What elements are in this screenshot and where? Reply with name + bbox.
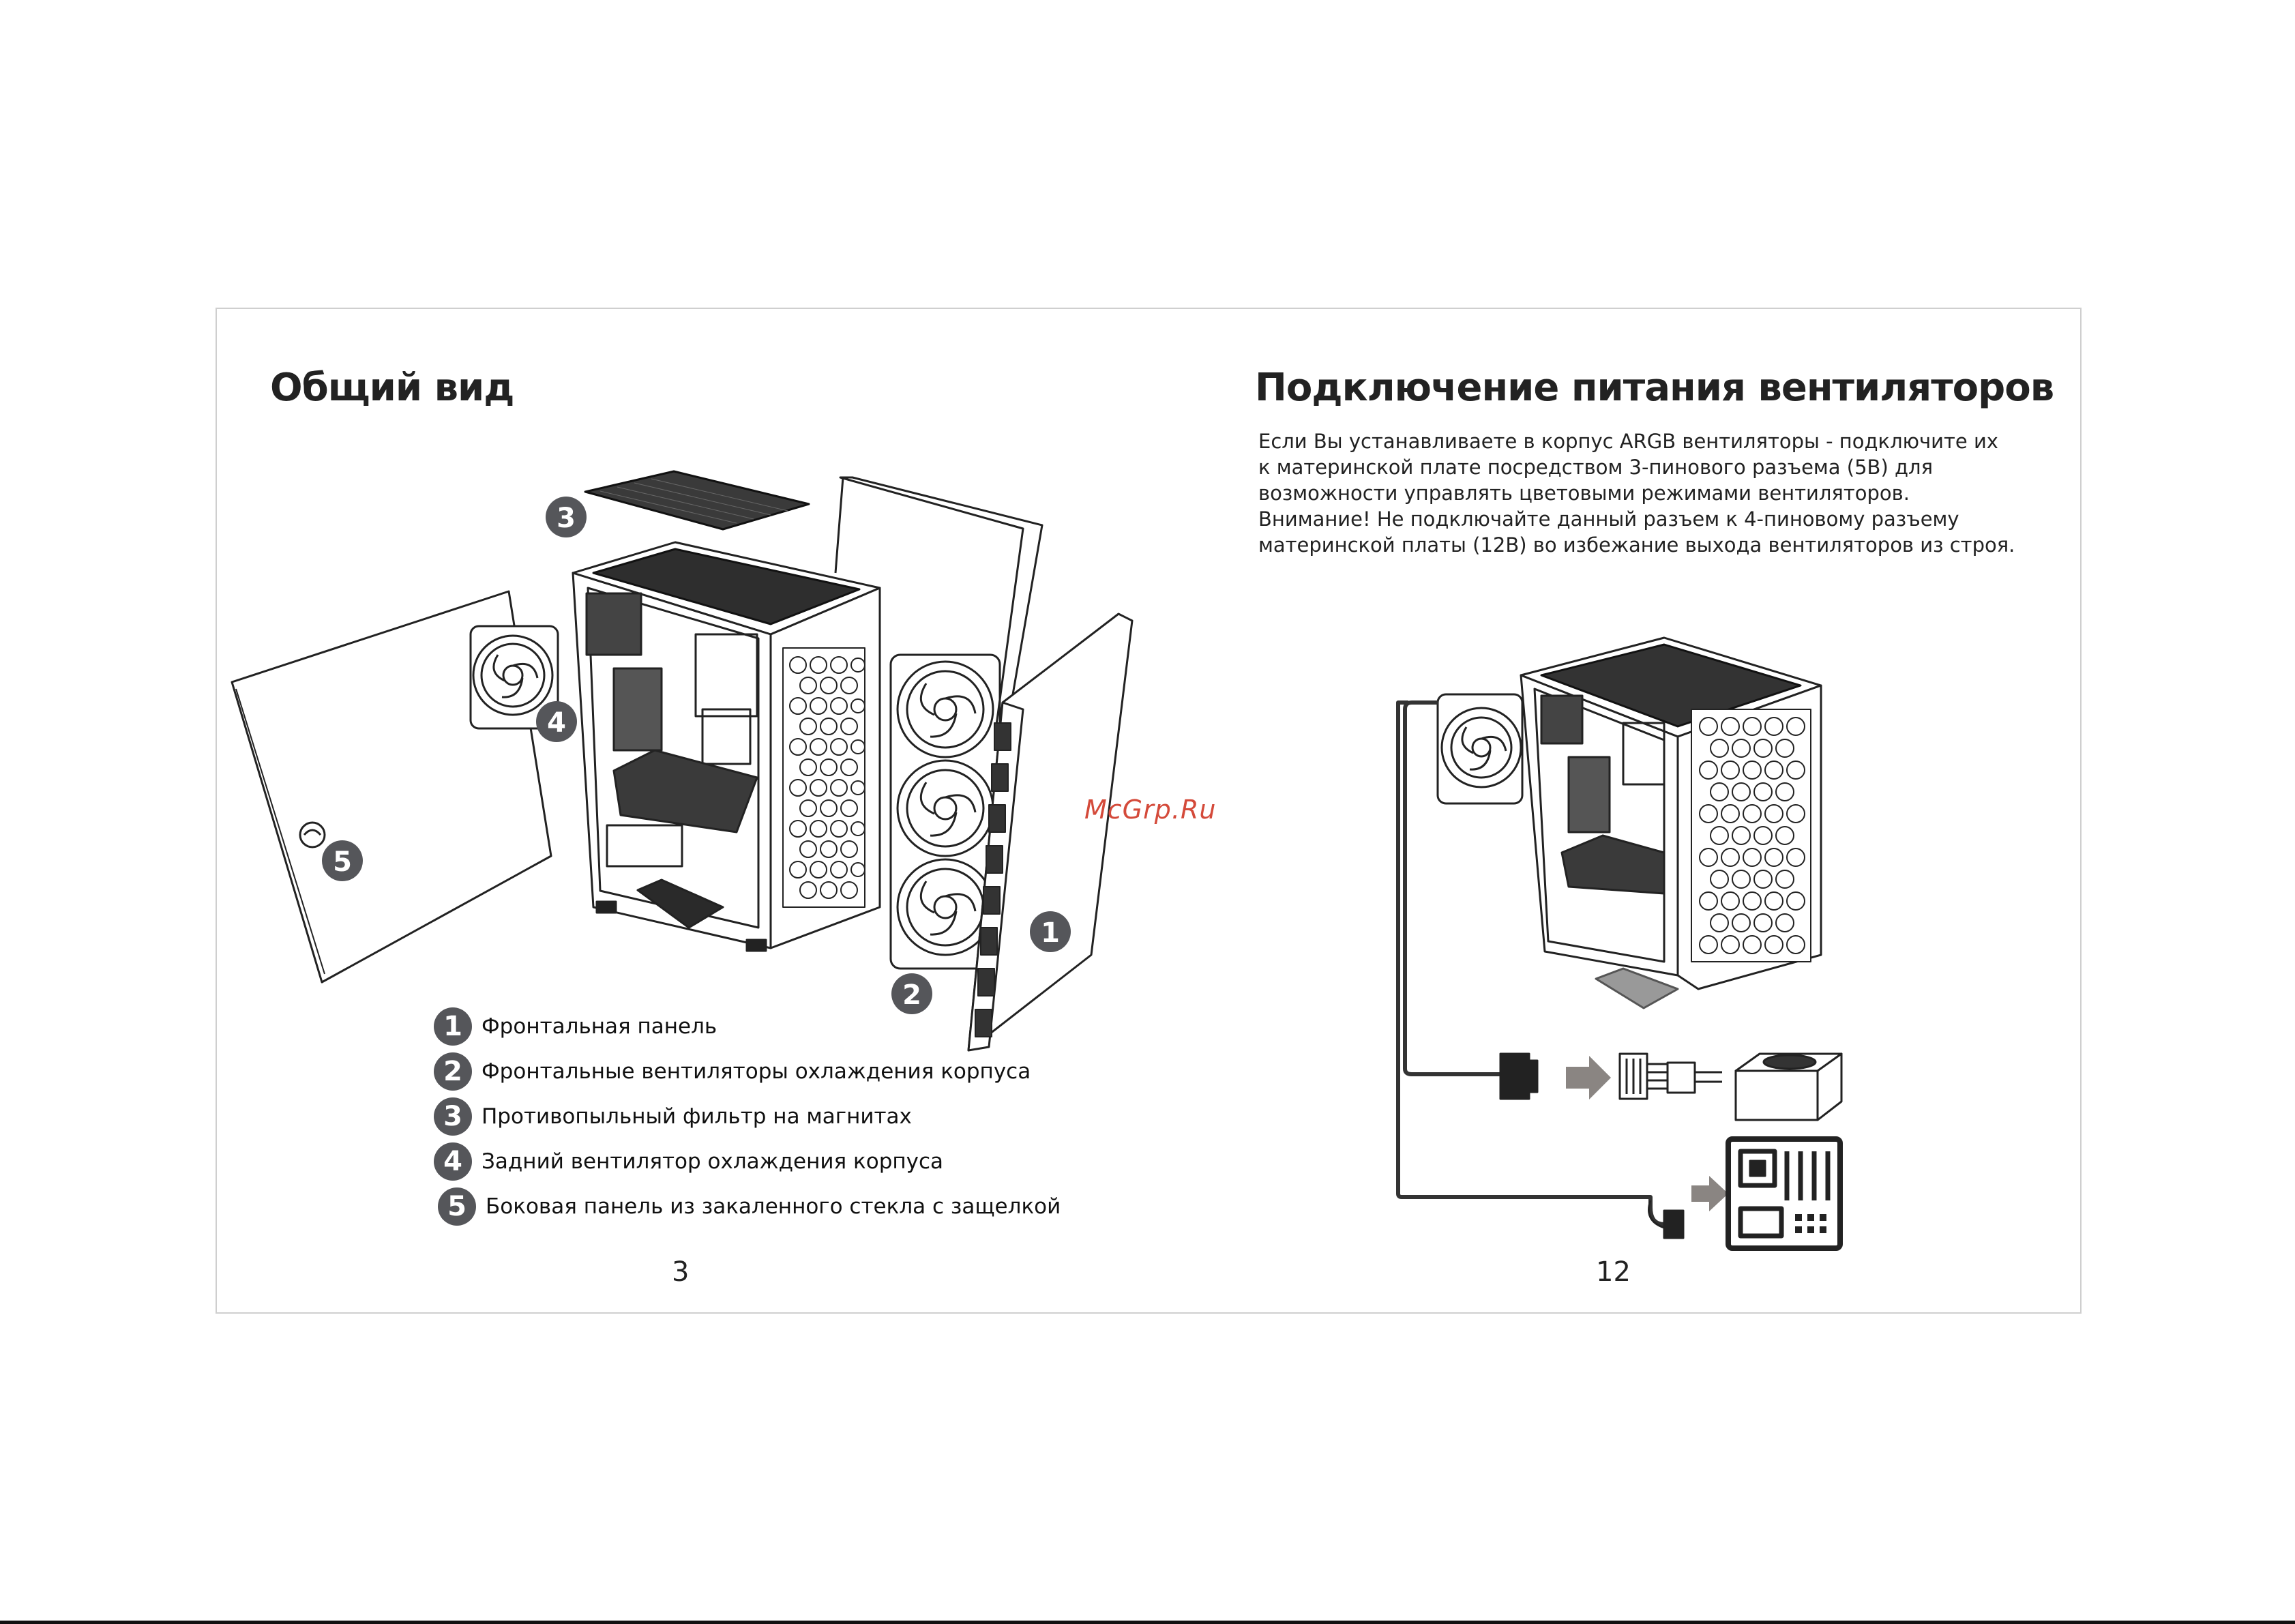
page-number-right: 12 bbox=[1596, 1256, 1631, 1288]
chassis bbox=[572, 541, 881, 952]
callout-3: 3 bbox=[546, 497, 587, 537]
legend-text: Противопыльный фильтр на магнитах bbox=[482, 1104, 912, 1129]
legend-badge: 3 bbox=[434, 1097, 472, 1136]
motherboard-icon bbox=[1726, 1136, 1843, 1251]
fan-connection-text: Если Вы устанавливаете в корпус ARGB вен… bbox=[1258, 428, 2077, 558]
callout-4: 4 bbox=[536, 701, 577, 742]
page-number-left: 3 bbox=[672, 1256, 690, 1288]
right-page-title: Подключение питания вентиляторов bbox=[1255, 366, 2054, 410]
legend-item: 3 Противопыльный фильтр на магнитах bbox=[434, 1097, 912, 1136]
paragraph-line: к материнской плате посредством 3-пиново… bbox=[1258, 456, 1934, 479]
fan-connector bbox=[1499, 1052, 1539, 1100]
front-panel bbox=[967, 612, 1134, 1052]
legend-badge: 4 bbox=[434, 1142, 472, 1181]
power-supply-icon bbox=[1734, 1052, 1843, 1121]
molex-adapter bbox=[1618, 1052, 1722, 1100]
legend-item: 2 Фронтальные вентиляторы охлаждения кор… bbox=[434, 1052, 1031, 1091]
paragraph-line: возможности управлять цветовыми режимами… bbox=[1258, 482, 1910, 505]
callout-1: 1 bbox=[1030, 911, 1071, 952]
legend-text: Боковая панель из закаленного стекла с з… bbox=[486, 1194, 1061, 1219]
legend-badge: 1 bbox=[434, 1007, 472, 1046]
legend-item: 1 Фронтальная панель bbox=[434, 1007, 717, 1046]
bottom-divider bbox=[0, 1621, 2295, 1624]
paragraph-line: Если Вы устанавливаете в корпус ARGB вен… bbox=[1258, 430, 1998, 453]
svg-text:3: 3 bbox=[557, 503, 576, 534]
left-page-title: Общий вид bbox=[270, 366, 514, 410]
case-assembled-illustration bbox=[1396, 636, 1822, 1226]
svg-text:2: 2 bbox=[902, 979, 921, 1011]
rear-fan bbox=[469, 625, 559, 730]
argb-3pin-connector bbox=[1648, 1200, 1685, 1239]
callout-5: 5 bbox=[322, 840, 363, 881]
legend-badge: 5 bbox=[438, 1187, 476, 1226]
legend-item: 4 Задний вентилятор охлаждения корпуса bbox=[434, 1142, 943, 1181]
front-fans bbox=[889, 653, 1001, 970]
legend-text: Фронтальная панель bbox=[482, 1014, 717, 1039]
legend-badge: 2 bbox=[434, 1052, 472, 1091]
argb-fan bbox=[1436, 693, 1524, 805]
callout-2: 2 bbox=[891, 973, 932, 1014]
svg-text:1: 1 bbox=[1041, 917, 1060, 949]
svg-text:4: 4 bbox=[547, 707, 566, 739]
watermark: McGrp.Ru bbox=[1084, 795, 1217, 825]
paragraph-line: Внимание! Не подключайте данный разъем к… bbox=[1258, 507, 1959, 531]
dust-filter bbox=[584, 470, 810, 531]
svg-text:5: 5 bbox=[333, 846, 352, 878]
paragraph-line: материнской платы (12В) во избежание вых… bbox=[1258, 533, 2015, 557]
callout-badges: 1 2 3 4 5 bbox=[322, 497, 1071, 1014]
arrow-icon bbox=[1566, 1056, 1728, 1211]
legend-item: 5 Боковая панель из закаленного стекла с… bbox=[438, 1187, 1061, 1226]
legend-text: Фронтальные вентиляторы охлаждения корпу… bbox=[482, 1059, 1031, 1084]
legend-text: Задний вентилятор охлаждения корпуса bbox=[482, 1149, 944, 1174]
